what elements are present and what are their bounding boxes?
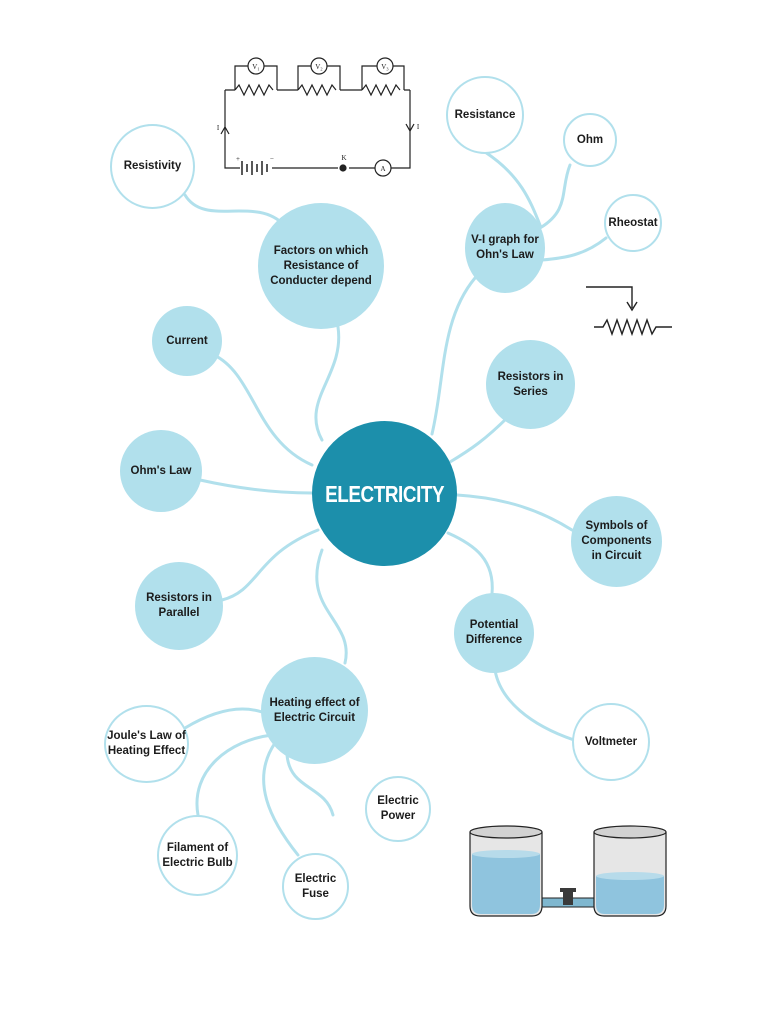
link-filament: [195, 733, 274, 817]
resistor-1: [234, 83, 274, 97]
water-containers-illustration: [469, 825, 667, 917]
link-heating: [315, 548, 348, 665]
link-rheostat: [540, 236, 608, 262]
voltmeter-1-label: V₁: [252, 63, 260, 71]
node-vi-graph[interactable]: V-I graph for Ohn's Law: [465, 203, 545, 293]
current-arrow-left: [220, 125, 230, 135]
link-resistors-parallel: [220, 528, 320, 602]
current-left-label: I: [217, 124, 220, 132]
connector-links: [183, 150, 608, 857]
node-label: Electric Power: [377, 795, 419, 822]
node-resistance[interactable]: Resistance: [446, 76, 524, 154]
link-potential: [446, 531, 494, 596]
link-resistivity: [183, 193, 286, 227]
node-resistivity[interactable]: Resistivity: [110, 124, 195, 209]
node-potential-difference[interactable]: Potential Difference: [454, 593, 534, 673]
node-rheostat[interactable]: Rheostat: [604, 194, 662, 252]
battery-plus-label: +: [236, 155, 240, 163]
node-factors-resistance[interactable]: Factors on which Resistance of Conducter…: [258, 203, 384, 329]
node-electric-power[interactable]: Electric Power: [365, 776, 431, 842]
link-vi-graph: [430, 276, 477, 436]
link-power: [285, 753, 335, 817]
voltmeter-1-icon: [247, 57, 265, 75]
center-label: ELECTRICITY: [324, 480, 445, 507]
node-label: Filament of Electric Bulb: [162, 841, 233, 869]
link-symbols: [455, 493, 574, 532]
node-label: Resistors in Parallel: [146, 592, 212, 619]
node-label: V-I graph for Ohn's Law: [471, 234, 539, 261]
resistor-2: [297, 83, 337, 97]
battery-minus-label: −: [270, 155, 274, 163]
node-label: Resistance: [454, 108, 516, 121]
circuit-diagram: [220, 57, 415, 177]
node-label: Resistors in Series: [497, 370, 564, 398]
link-factors: [314, 325, 341, 442]
circuit-wire: [224, 89, 411, 169]
rheostat-symbol-icon: [586, 286, 672, 337]
node-heating-effect[interactable]: Heating effect of Electric Circuit: [261, 657, 368, 764]
voltmeter-leads: [234, 65, 405, 90]
node-voltmeter[interactable]: Voltmeter: [572, 703, 650, 781]
node-label: Ohm: [576, 133, 604, 146]
current-right-label: I: [417, 123, 420, 131]
node-label: Potential Difference: [465, 619, 523, 646]
node-label: Ohm's Law: [130, 464, 192, 477]
node-label: Symbols of Components in Circuit: [581, 520, 652, 562]
battery-icon: [241, 161, 268, 175]
key-icon: [339, 164, 347, 172]
node-label: Rheostat: [608, 216, 658, 229]
voltmeter-2-label: V₂: [315, 63, 323, 71]
link-resistors-series: [448, 413, 512, 464]
node-symbols-components[interactable]: Symbols of Components in Circuit: [571, 496, 662, 587]
node-ohms-law[interactable]: Ohm's Law: [120, 430, 202, 512]
node-label: Joule's Law of Heating Effect: [107, 730, 186, 757]
link-ohms-law: [198, 478, 314, 495]
circuit-labels: V₁ V₂ V₃ A K I I + −: [217, 63, 420, 173]
link-joules: [183, 707, 264, 730]
node-label: Heating effect of Electric Circuit: [269, 696, 360, 724]
node-current[interactable]: Current: [152, 306, 222, 376]
link-voltmeter: [493, 668, 576, 742]
node-label: Resistivity: [123, 160, 182, 172]
node-resistors-parallel[interactable]: Resistors in Parallel: [135, 562, 223, 650]
voltmeter-2-icon: [310, 57, 328, 75]
link-current: [212, 353, 314, 467]
center-node-electricity[interactable]: ELECTRICITY: [312, 421, 457, 566]
key-label: K: [341, 154, 346, 162]
ammeter-label: A: [380, 165, 385, 173]
voltmeter-3-icon: [376, 57, 394, 75]
link-resistance: [483, 150, 542, 227]
node-filament[interactable]: Filament of Electric Bulb: [157, 815, 238, 896]
node-label: Factors on which Resistance of Conducter…: [270, 244, 372, 287]
link-fuse: [262, 741, 300, 857]
node-electric-fuse[interactable]: Electric Fuse: [282, 853, 349, 920]
voltmeter-3-label: V₃: [381, 63, 389, 71]
node-label: Current: [166, 334, 208, 347]
current-arrow-right: [405, 123, 415, 133]
resistor-3: [361, 83, 401, 97]
link-ohm: [538, 163, 572, 230]
node-resistors-series[interactable]: Resistors in Series: [486, 340, 575, 429]
node-ohm[interactable]: Ohm: [563, 113, 617, 167]
node-label: Voltmeter: [584, 735, 638, 748]
ammeter-icon: [374, 159, 392, 177]
valve: [563, 891, 573, 905]
node-joules-law[interactable]: Joule's Law of Heating Effect: [104, 705, 189, 783]
node-label: Electric Fuse: [294, 872, 337, 900]
